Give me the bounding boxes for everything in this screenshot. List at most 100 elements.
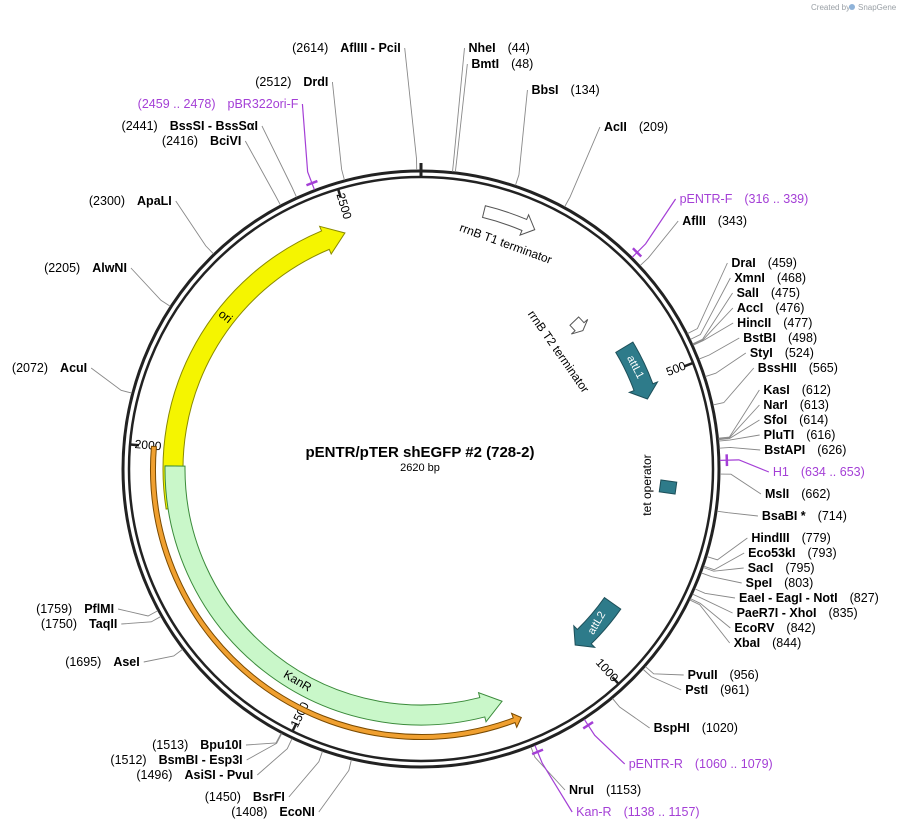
enzyme-bstbi-name: BstBI <box>743 331 776 345</box>
feature-attl2[interactable] <box>573 596 622 649</box>
enzyme-alwni-label[interactable]: (2205)AlwNI <box>44 261 127 275</box>
enzyme-bmti-label[interactable]: BmtI(48) <box>471 57 533 71</box>
enzyme-ecorv-leader <box>690 598 731 629</box>
enzyme-bcivi-label[interactable]: (2416)BciVI <box>162 134 241 148</box>
enzyme-bpu10i-label[interactable]: (1513)Bpu10I <box>152 738 242 752</box>
enzyme-bstapi-label[interactable]: BstAPI(626) <box>764 443 846 457</box>
enzyme-bsrfi-leader <box>288 751 323 798</box>
enzyme-nari-label[interactable]: NarI(613) <box>763 398 829 412</box>
enzyme-bsphi-label[interactable]: BspHI(1020) <box>654 721 738 735</box>
enzyme-drdi-label[interactable]: (2512)DrdI <box>255 75 328 89</box>
feature-kanr[interactable] <box>164 465 503 726</box>
enzyme-pluti-leader <box>718 434 760 442</box>
enzyme-asei-name: AseI <box>113 655 139 669</box>
enzyme-bbsi-label[interactable]: BbsI(134) <box>531 83 599 97</box>
enzyme-drai-label[interactable]: DraI(459) <box>731 256 797 270</box>
feature-kanr-promoter[interactable] <box>150 445 522 740</box>
primer-h1-name: H1 <box>773 465 789 479</box>
enzyme-styi-label[interactable]: StyI(524) <box>750 346 814 360</box>
leader-lines <box>90 47 770 813</box>
enzyme-bstbi-position: (498) <box>788 331 817 345</box>
enzyme-bcivi-name: BciVI <box>210 134 241 148</box>
primer-pentr-r-label[interactable]: pENTR-R(1060 .. 1079) <box>629 757 773 771</box>
enzyme-apali-label[interactable]: (2300)ApaLI <box>89 194 172 208</box>
primer-pentr-f-leader <box>631 198 677 258</box>
enzyme-apali-leader <box>175 200 214 255</box>
enzyme-nhei-label[interactable]: NheI(44) <box>468 41 529 55</box>
enzyme-econi-leader <box>318 759 352 813</box>
enzyme-bsabi-label[interactable]: BsaBI *(714) <box>762 509 847 523</box>
enzyme-bsrfi-label[interactable]: (1450)BsrFI <box>205 790 285 804</box>
feature-attl1[interactable] <box>615 341 659 400</box>
enzyme-acii-label[interactable]: AcII(209) <box>604 120 668 134</box>
primer-pbr322ori-f-label[interactable]: (2459 .. 2478)pBR322ori-F <box>138 97 299 111</box>
enzyme-bsshii-label[interactable]: BssHII(565) <box>758 361 838 375</box>
enzyme-xmni-label[interactable]: XmnI(468) <box>734 271 806 285</box>
feature-tet-operator[interactable] <box>658 479 678 495</box>
enzyme-pflmi-name: PflMI <box>84 602 114 616</box>
enzyme-bsssi-bsss-i-label[interactable]: (2441)BssSI - BssSαI <box>122 119 258 133</box>
enzyme-asei-label[interactable]: (1695)AseI <box>65 655 140 669</box>
enzyme-spei-label[interactable]: SpeI(803) <box>746 576 814 590</box>
enzyme-paer7i-xhoi-label[interactable]: PaeR7I - XhoI(835) <box>737 606 858 620</box>
feature-rrnb-t2-terminator[interactable] <box>569 316 589 335</box>
enzyme-aflii-label[interactable]: AflII(343) <box>682 214 747 228</box>
enzyme-bsabi-position: (714) <box>818 509 847 523</box>
enzyme-sali-label[interactable]: SalI(475) <box>737 286 800 300</box>
feature-rrnb-t1-terminator[interactable] <box>481 205 536 236</box>
enzyme-styi-name: StyI <box>750 346 773 360</box>
primer-pentr-f-label[interactable]: pENTR-F(316 .. 339) <box>680 192 809 206</box>
primer-h1-label[interactable]: H1(634 .. 653) <box>773 465 865 479</box>
enzyme-bstbi-leader <box>698 337 740 360</box>
enzyme-ecorv-name: EcoRV <box>734 621 775 635</box>
enzyme-asisi-pvui-label[interactable]: (1496)AsiSI - PvuI <box>136 768 253 782</box>
enzyme-spei-leader <box>701 572 742 584</box>
enzyme-nrui-label[interactable]: NruI (1153) <box>569 783 641 797</box>
enzyme-pluti-label[interactable]: PluTI(616) <box>764 428 836 442</box>
enzyme-pvuii-label[interactable]: PvuII(956) <box>688 668 759 682</box>
enzyme-nrui-position: (1153) <box>606 783 641 797</box>
enzyme-alwni-position: (2205) <box>44 261 80 275</box>
enzyme-asisi-pvui-name: AsiSI - PvuI <box>184 768 253 782</box>
feature-ori[interactable] <box>162 225 346 510</box>
enzyme-bsmbi-esp3i-label[interactable]: (1512)BsmBI - Esp3I <box>110 753 242 767</box>
primer-kan-r-position: (1138 .. 1157) <box>624 805 700 819</box>
enzyme-drdi-position: (2512) <box>255 75 291 89</box>
enzyme-bstapi-leader <box>719 447 761 451</box>
backbone <box>121 163 721 769</box>
enzyme-hincii-label[interactable]: HincII(477) <box>737 316 812 330</box>
enzyme-acci-label[interactable]: AccI(476) <box>737 301 805 315</box>
enzyme-bpu10i-leader <box>245 733 282 746</box>
enzyme-nrui-name: NruI <box>569 783 594 797</box>
primer-kan-r-binding-mark <box>531 748 544 756</box>
enzyme-eaei-eagi-noti-label[interactable]: EaeI - EagI - NotI(827) <box>739 591 879 605</box>
enzyme-bstbi-label[interactable]: BstBI (498) <box>743 331 817 345</box>
primer-pentr-f-binding-mark <box>632 247 643 258</box>
tick-1000 <box>611 676 620 685</box>
enzyme-kasi-name: KasI <box>763 383 789 397</box>
enzyme-psti-label[interactable]: PstI(961) <box>685 683 749 697</box>
enzyme-afliii-pcii-label[interactable]: (2614)AflIII - PciI <box>292 41 401 55</box>
credit-text: Created by <box>811 3 850 12</box>
enzyme-xbai-label[interactable]: XbaI(844) <box>734 636 802 650</box>
enzyme-saci-label[interactable]: SacI(795) <box>748 561 815 575</box>
enzyme-nhei-leader <box>452 47 465 172</box>
enzyme-pflmi-label[interactable]: (1759)PflMI <box>36 602 114 616</box>
enzyme-acui-label[interactable]: (2072)AcuI <box>12 361 87 375</box>
enzyme-taqii-label[interactable]: (1750)TaqII <box>41 617 117 631</box>
enzyme-sfoi-label[interactable]: SfoI(614) <box>764 413 829 427</box>
primer-kan-r-label[interactable]: Kan-R(1138 .. 1157) <box>576 805 699 819</box>
enzyme-taqii-leader <box>121 616 162 625</box>
enzyme-kasi-label[interactable]: KasI(612) <box>763 383 831 397</box>
enzyme-bsshii-position: (565) <box>809 361 838 375</box>
enzyme-ecorv-label[interactable]: EcoRV(842) <box>734 621 815 635</box>
credit-brand: SnapGene <box>858 3 897 12</box>
enzyme-econi-label[interactable]: (1408)EcoNI <box>231 805 315 819</box>
enzyme-hindiii-label[interactable]: HindIII(779) <box>751 531 830 545</box>
enzyme-msli-label[interactable]: MslI(662) <box>765 487 831 501</box>
primer-pentr-r-position: (1060 .. 1079) <box>695 757 773 771</box>
enzyme-eco53ki-label[interactable]: Eco53kI(793) <box>748 546 836 560</box>
